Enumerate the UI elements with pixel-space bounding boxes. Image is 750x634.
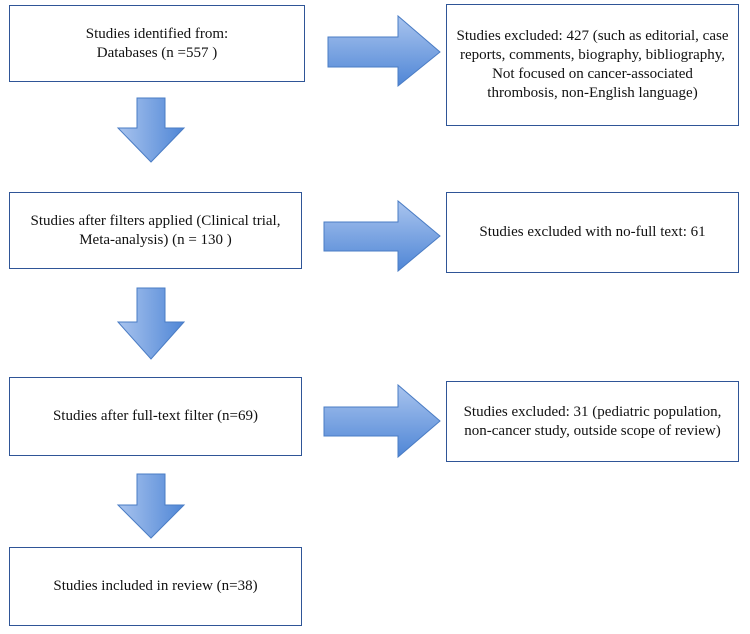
after-full-text-text: Studies after full-text filter (n=69) <box>52 408 259 424</box>
excluded-scope-box: Studies excluded: 31 (pediatric populati… <box>446 381 739 462</box>
excluded-no-full-text-box: Studies excluded with no-full text: 61 <box>446 192 739 273</box>
down-arrow-3 <box>116 473 186 539</box>
after-full-text-box: Studies after full-text filter (n=69) <box>9 377 302 456</box>
included-text: Studies included in review (n=38) <box>53 578 258 594</box>
excluded-no-full-text-text: Studies excluded with no-full text: 61 <box>479 224 706 240</box>
after-filters-text: Studies after filters applied (Clinical … <box>30 212 281 248</box>
excluded-scope-text: Studies excluded: 31 (pediatric populati… <box>463 403 722 439</box>
right-arrow-2 <box>323 199 441 273</box>
excluded-initial-box: Studies excluded: 427 (such as editorial… <box>446 4 739 126</box>
excluded-initial-text: Studies excluded: 427 (such as editorial… <box>456 28 729 101</box>
right-arrow-1 <box>327 14 441 88</box>
right-arrow-3 <box>323 383 441 459</box>
included-box: Studies included in review (n=38) <box>9 547 302 626</box>
after-filters-box: Studies after filters applied (Clinical … <box>9 192 302 269</box>
down-arrow-2 <box>116 287 186 360</box>
identified-text: Studies identified from: Databases (n =5… <box>85 25 229 61</box>
down-arrow-1 <box>116 97 186 163</box>
identified-box: Studies identified from: Databases (n =5… <box>9 5 305 82</box>
